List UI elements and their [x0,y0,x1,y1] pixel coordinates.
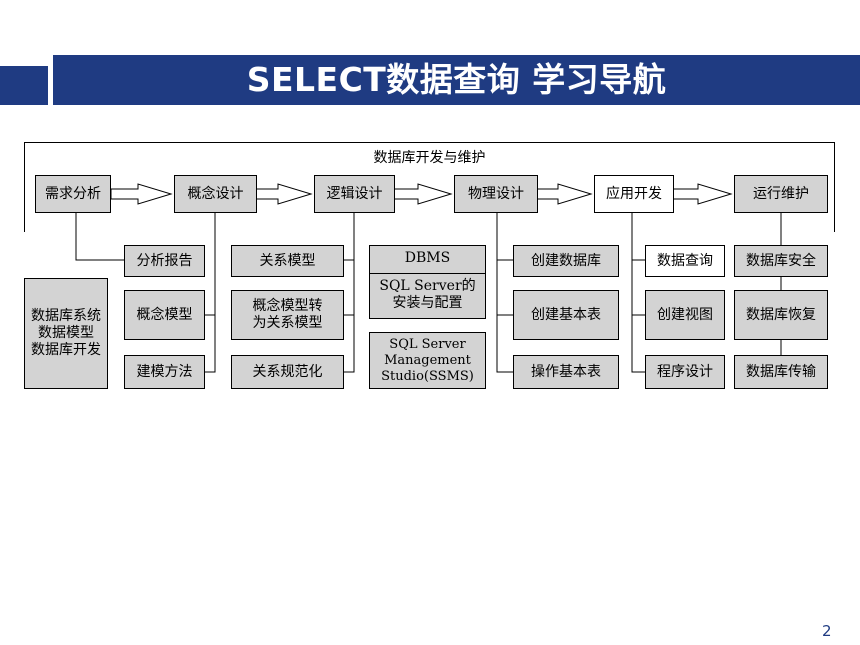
diagram-frame-title: 数据库开发与维护 [373,150,486,166]
arrow-5 [670,183,733,205]
node-operate-table: 操作基本表 [513,355,619,389]
diagram-frame [24,142,835,232]
node-normalization: 关系规范化 [231,355,344,389]
stage-requirement-analysis: 需求分析 [35,175,111,213]
node-data-query: 数据查询 [645,245,725,277]
summary-line: 数据模型 [38,325,94,341]
node-modeling-method: 建模方法 [124,355,205,389]
node-ssms: SQL Server Management Studio(SSMS) [369,332,486,389]
stage-physical-design: 物理设计 [454,175,538,213]
node-dbms-sqlserver: DBMS SQL Server的 安装与配置 [369,245,486,319]
summary-box: 数据库系统 数据模型 数据库开发 [24,278,108,389]
node-program-design: 程序设计 [645,355,725,389]
arrow-4 [530,183,593,205]
arrow-1 [110,183,173,205]
summary-line: 数据库系统 [31,308,101,324]
node-db-transfer: 数据库传输 [734,355,828,389]
node-db-recovery: 数据库恢复 [734,290,828,340]
arrow-2 [250,183,313,205]
stage-concept-design: 概念设计 [174,175,257,213]
stage-maintenance: 运行维护 [734,175,828,213]
node-concept-to-relational: 概念模型转 为关系模型 [231,290,344,340]
stage-app-development: 应用开发 [594,175,674,213]
node-create-table: 创建基本表 [513,290,619,340]
summary-line: 数据库开发 [31,342,101,358]
node-create-view: 创建视图 [645,290,725,340]
node-relational-model: 关系模型 [231,245,344,277]
node-db-security: 数据库安全 [734,245,828,277]
title-bar-accent [0,66,48,105]
node-concept-model: 概念模型 [124,290,205,340]
title-bar [53,55,860,105]
stage-logical-design: 逻辑设计 [314,175,395,213]
node-create-database: 创建数据库 [513,245,619,277]
node-analysis-report: 分析报告 [124,245,205,277]
arrow-3 [390,183,453,205]
slide-title: SELECT数据查询 学习导航 [246,60,667,99]
page-number: 2 [822,622,832,640]
